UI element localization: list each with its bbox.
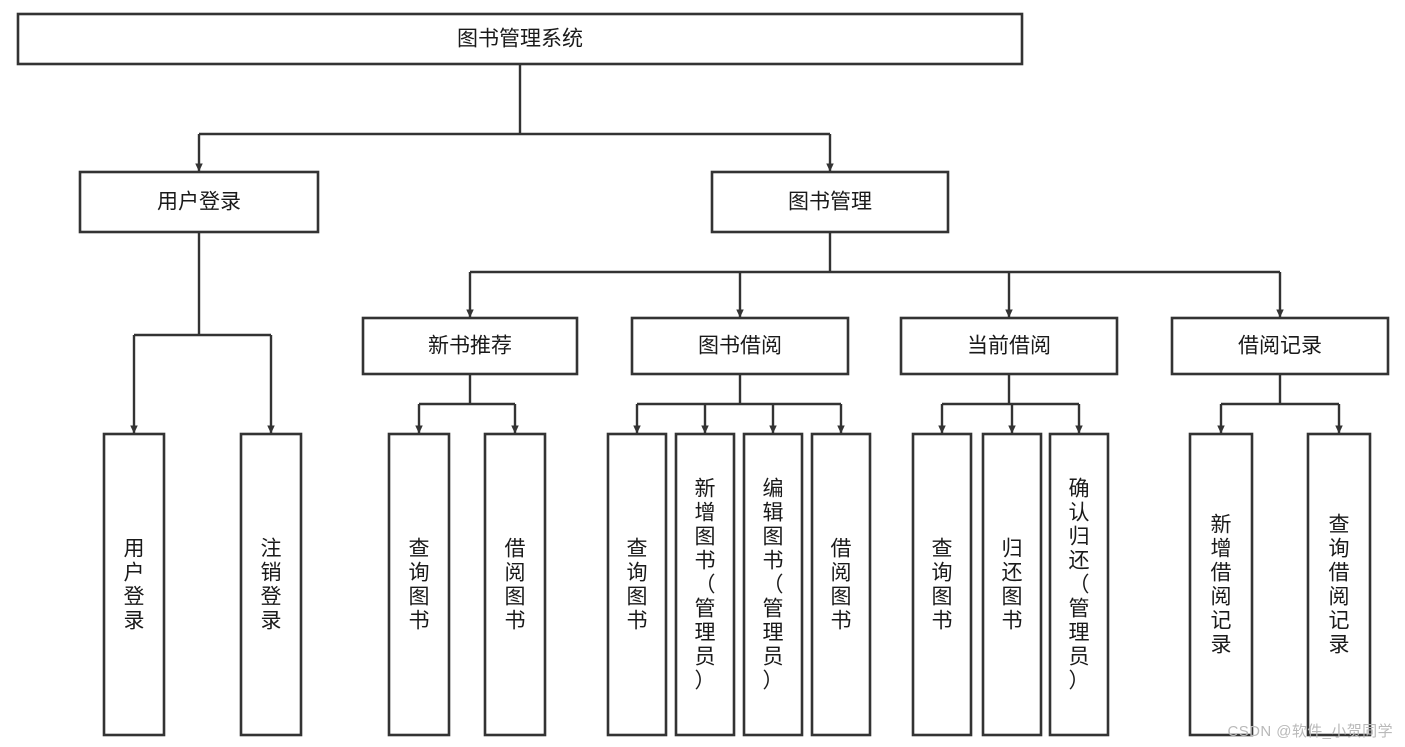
node-leaf-edit-book[interactable]: 编辑图书（管理员） [742,432,804,737]
node-box [606,432,668,737]
node-box [361,316,579,376]
node-box [710,170,950,234]
node-label: 图书借阅 [698,335,782,358]
node-label: 查询图书 [932,538,953,633]
node-label: 确认归还（管理员） [1069,478,1090,693]
node-label: 查询图书 [627,538,648,633]
node-leaf-add-record[interactable]: 新增借阅记录 [1188,432,1254,737]
node-label: 图书管理系统 [457,28,583,51]
node-box [674,432,736,737]
node-box [1170,316,1390,376]
node-user-login[interactable]: 用户登录 [78,170,320,234]
node-box [78,170,320,234]
node-label: 新增借阅记录 [1211,514,1232,657]
node-label: 查询图书 [409,538,430,633]
node-new-book-rec[interactable]: 新书推荐 [361,316,579,376]
node-borrow-record[interactable]: 借阅记录 [1170,316,1390,376]
node-leaf-query-record[interactable]: 查询借阅记录 [1306,432,1372,737]
node-box [899,316,1119,376]
root-node-book-management-system[interactable]: 图书管理系统 [16,12,1024,66]
node-label: 查询借阅记录 [1329,514,1350,657]
node-leaf-borrow-book-2[interactable]: 借阅图书 [810,432,872,737]
node-label: 借阅记录 [1238,335,1322,358]
node-box [483,432,547,737]
node-book-borrow[interactable]: 图书借阅 [630,316,850,376]
node-leaf-return-book[interactable]: 归还图书 [981,432,1043,737]
node-box [239,432,303,737]
node-leaf-confirm-return[interactable]: 确认归还（管理员） [1048,432,1110,737]
node-label: 注销登录 [261,538,282,633]
node-box [630,316,850,376]
node-box [102,432,166,737]
node-label: 用户登录 [157,191,241,214]
connector-layer [130,64,1343,434]
node-box [1188,432,1254,737]
node-label: 归还图书 [1002,538,1023,633]
node-leaf-borrow-book-1[interactable]: 借阅图书 [483,432,547,737]
node-leaf-add-book[interactable]: 新增图书（管理员） [674,432,736,737]
node-layer: 图书管理系统用户登录图书管理新书推荐图书借阅当前借阅借阅记录用户登录注销登录查询… [16,12,1390,737]
node-box [16,12,1024,66]
node-box [387,432,451,737]
node-leaf-query-book-1[interactable]: 查询图书 [387,432,451,737]
node-label: 新书推荐 [428,335,512,358]
node-box [742,432,804,737]
node-leaf-query-book-3[interactable]: 查询图书 [911,432,973,737]
node-box [981,432,1043,737]
node-box [1048,432,1110,737]
node-label: 借阅图书 [831,538,852,633]
node-current-borrow[interactable]: 当前借阅 [899,316,1119,376]
node-label: 用户登录 [124,538,145,633]
node-leaf-user-login[interactable]: 用户登录 [102,432,166,737]
node-box [911,432,973,737]
watermark-text: CSDN @软件_小贺同学 [1227,723,1393,740]
node-book-manage[interactable]: 图书管理 [710,170,950,234]
node-box [810,432,872,737]
node-label: 编辑图书（管理员） [763,478,784,693]
node-label: 新增图书（管理员） [695,478,716,693]
node-leaf-query-book-2[interactable]: 查询图书 [606,432,668,737]
node-box [1306,432,1372,737]
node-label: 图书管理 [788,191,872,214]
node-label: 当前借阅 [967,335,1051,358]
node-leaf-user-logout[interactable]: 注销登录 [239,432,303,737]
node-label: 借阅图书 [505,538,526,633]
